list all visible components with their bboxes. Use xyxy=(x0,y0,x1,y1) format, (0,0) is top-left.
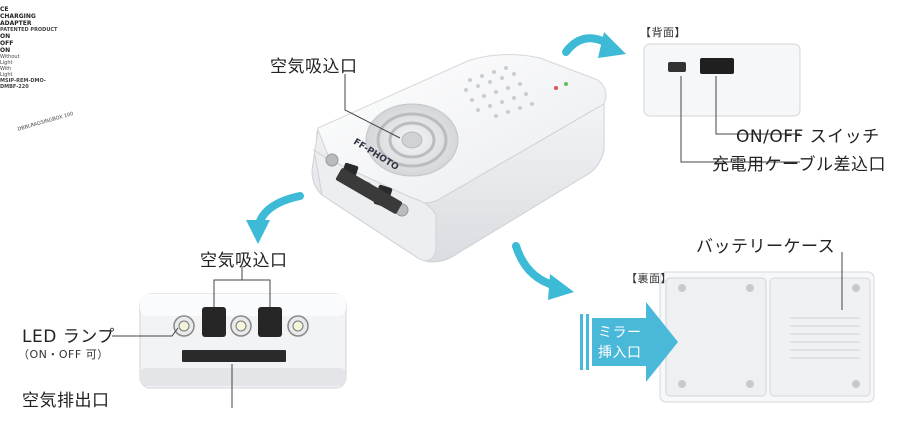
model-print-1: MSIP-REM-DMO- xyxy=(0,78,46,84)
air-exhaust-slot xyxy=(335,168,403,214)
bottom-view-title: 【裏面】 xyxy=(626,272,672,285)
mirror-insert-label-1: ミラー xyxy=(598,325,642,341)
switch-on-left-print: ON xyxy=(0,33,11,40)
leader-lines-front xyxy=(112,266,271,408)
air-exhaust-label: 空気排出口 xyxy=(22,391,110,411)
curved-arrow-icon xyxy=(512,242,574,300)
without-light-print-2: Light xyxy=(0,60,13,66)
bottom-view-illustration xyxy=(659,271,875,403)
leader-lines-back xyxy=(680,76,800,163)
air-intake-top-label: 空気吸込口 xyxy=(270,57,358,77)
without-light-print-1: Without xyxy=(0,54,20,60)
mirror-insert-label-2: 挿入口 xyxy=(598,345,642,361)
front-view-illustration xyxy=(139,293,347,389)
curved-arrow-icon xyxy=(562,32,626,58)
with-light-print-2: Light xyxy=(0,72,13,78)
mirror-insert-arrow-icon xyxy=(580,302,678,382)
battery-case-label: バッテリーケース xyxy=(696,237,836,257)
switch-on-right-print: ON xyxy=(0,47,11,54)
with-light-print-1: With xyxy=(0,66,12,72)
led-lamp-label: LED ランプ xyxy=(22,327,115,347)
led-lamp-icon xyxy=(325,153,339,167)
status-led-green xyxy=(564,82,568,86)
ce-mark: CE xyxy=(0,6,9,13)
fan-grill-icon xyxy=(365,103,459,177)
vent-holes xyxy=(464,66,534,118)
back-view-illustration xyxy=(643,43,801,117)
model-print-2: DMBF-220 xyxy=(0,84,29,90)
curved-arrow-icon xyxy=(246,192,304,244)
air-intake-front-label: 空気吸込口 xyxy=(200,251,288,271)
status-led-red xyxy=(554,86,558,90)
charging-adapter-print-1: CHARGING xyxy=(0,13,36,20)
patented-print: PATENTED PRODUCT xyxy=(0,27,58,33)
leader-line xyxy=(344,74,401,139)
led-lamp-note: （ON・OFF 可） xyxy=(18,348,109,361)
switch-off-print: OFF xyxy=(0,40,14,47)
charging-port-label: 充電用ケーブル差込口 xyxy=(712,155,886,175)
back-view-title: 【背面】 xyxy=(640,26,686,39)
onoff-switch-label: ON/OFF スイッチ xyxy=(736,127,880,147)
charging-adapter-print-2: ADAPTER xyxy=(0,20,32,27)
